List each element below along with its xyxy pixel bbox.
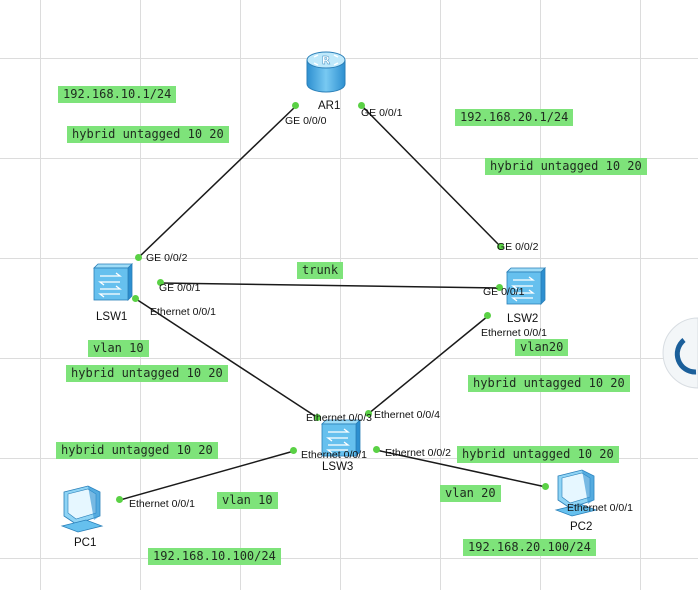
port-dot: [116, 496, 123, 503]
switch-icon: [321, 419, 361, 457]
grid-line: [0, 458, 698, 459]
port-dot: [497, 243, 504, 250]
port-dot: [157, 279, 164, 286]
port-label: Ethernet 0/0/1: [481, 327, 547, 339]
port-label: Ethernet 0/0/2: [385, 447, 451, 459]
ip-label: 192.168.20.1/24: [455, 109, 574, 126]
port-label: Ethernet 0/0/1: [301, 449, 367, 461]
device-label-pc1: PC1: [74, 537, 97, 549]
port-label: GE 0/0/2: [497, 241, 539, 253]
hybrid-label: hybrid untagged 10 20: [56, 442, 218, 459]
port-dot: [365, 410, 372, 417]
link-lsw1-lsw3[interactable]: [135, 298, 319, 419]
port-dot: [135, 254, 142, 261]
port-label: GE 0/0/1: [483, 286, 525, 298]
port-dot: [290, 447, 297, 454]
grid-line: [0, 258, 698, 259]
device-label-lsw2: LSW2: [507, 313, 539, 325]
port-dot: [373, 446, 380, 453]
port-label: GE 0/0/1: [159, 282, 201, 294]
device-lsw1[interactable]: [88, 262, 134, 302]
grid-line: [0, 58, 698, 59]
grid-line: [40, 0, 41, 590]
device-label: AR1: [318, 100, 341, 112]
vlan-label: vlan20: [515, 339, 569, 356]
device-label-lsw3: LSW3: [322, 461, 354, 473]
port-label: Ethernet 0/0/1: [567, 502, 633, 514]
link-ar1-lsw1[interactable]: [137, 105, 297, 259]
port-dot: [132, 295, 139, 302]
pc-icon: [60, 485, 104, 533]
hybrid-label: hybrid untagged 10 20: [66, 365, 228, 382]
ip-label: 192.168.20.100/24: [463, 539, 596, 556]
port-dot: [314, 414, 321, 421]
hybrid-label: hybrid untagged 10 20: [485, 158, 647, 175]
device-pc2[interactable]: [552, 466, 600, 518]
port-label: Ethernet 0/0/3: [306, 412, 372, 424]
ip-label: 192.168.10.100/24: [148, 548, 281, 565]
vlan-label: vlan 10: [88, 340, 149, 357]
device-lsw3[interactable]: [316, 418, 362, 458]
link-lsw2-lsw3[interactable]: [367, 315, 489, 415]
port-dot: [542, 483, 549, 490]
grid-line: [140, 0, 141, 590]
ip-label: 192.168.10.1/24: [58, 86, 177, 103]
grid-line: [440, 0, 441, 590]
port-label: GE 0/0/1: [361, 107, 403, 119]
svg-text:R: R: [322, 54, 331, 67]
link-ar1-lsw2[interactable]: [361, 105, 501, 247]
grid-line: [0, 358, 698, 359]
link-lsw3-pc1[interactable]: [119, 450, 295, 501]
port-label: GE 0/0/0: [285, 115, 327, 127]
hybrid-label: hybrid untagged 10 20: [457, 446, 619, 463]
hybrid-label: hybrid untagged 10 20: [468, 375, 630, 392]
port-label: Ethernet 0/0/1: [129, 498, 195, 510]
device-label-pc2: PC2: [570, 521, 593, 533]
hybrid-label: hybrid untagged 10 20: [67, 126, 229, 143]
router-icon: R: [306, 51, 346, 93]
pc-icon: [554, 469, 598, 517]
device-pc1[interactable]: [58, 482, 106, 534]
port-dot: [484, 312, 491, 319]
port-label: GE 0/0/2: [146, 252, 188, 264]
device-lsw2[interactable]: [501, 266, 547, 306]
port-label: Ethernet 0/0/4: [374, 409, 440, 421]
device-label-lsw1: LSW1: [96, 311, 128, 323]
port-label: Ethernet 0/0/1: [150, 306, 216, 318]
grid-line: [0, 158, 698, 159]
vlan-label: vlan 10: [217, 492, 278, 509]
device-ar1[interactable]: R AR1: [304, 48, 348, 112]
port-dot: [358, 102, 365, 109]
grid-line: [0, 558, 698, 559]
port-dot: [292, 102, 299, 109]
grid-line: [240, 0, 241, 590]
link-lsw1-lsw2[interactable]: [159, 282, 501, 289]
grid-line: [340, 0, 341, 590]
port-dot: [496, 284, 503, 291]
switch-icon: [93, 263, 133, 301]
switch-icon: [506, 267, 546, 305]
trunk-label: trunk: [297, 262, 344, 279]
grid-line: [640, 0, 641, 590]
link-lsw3-pc2[interactable]: [375, 449, 547, 488]
vlan-label: vlan 20: [440, 485, 501, 502]
